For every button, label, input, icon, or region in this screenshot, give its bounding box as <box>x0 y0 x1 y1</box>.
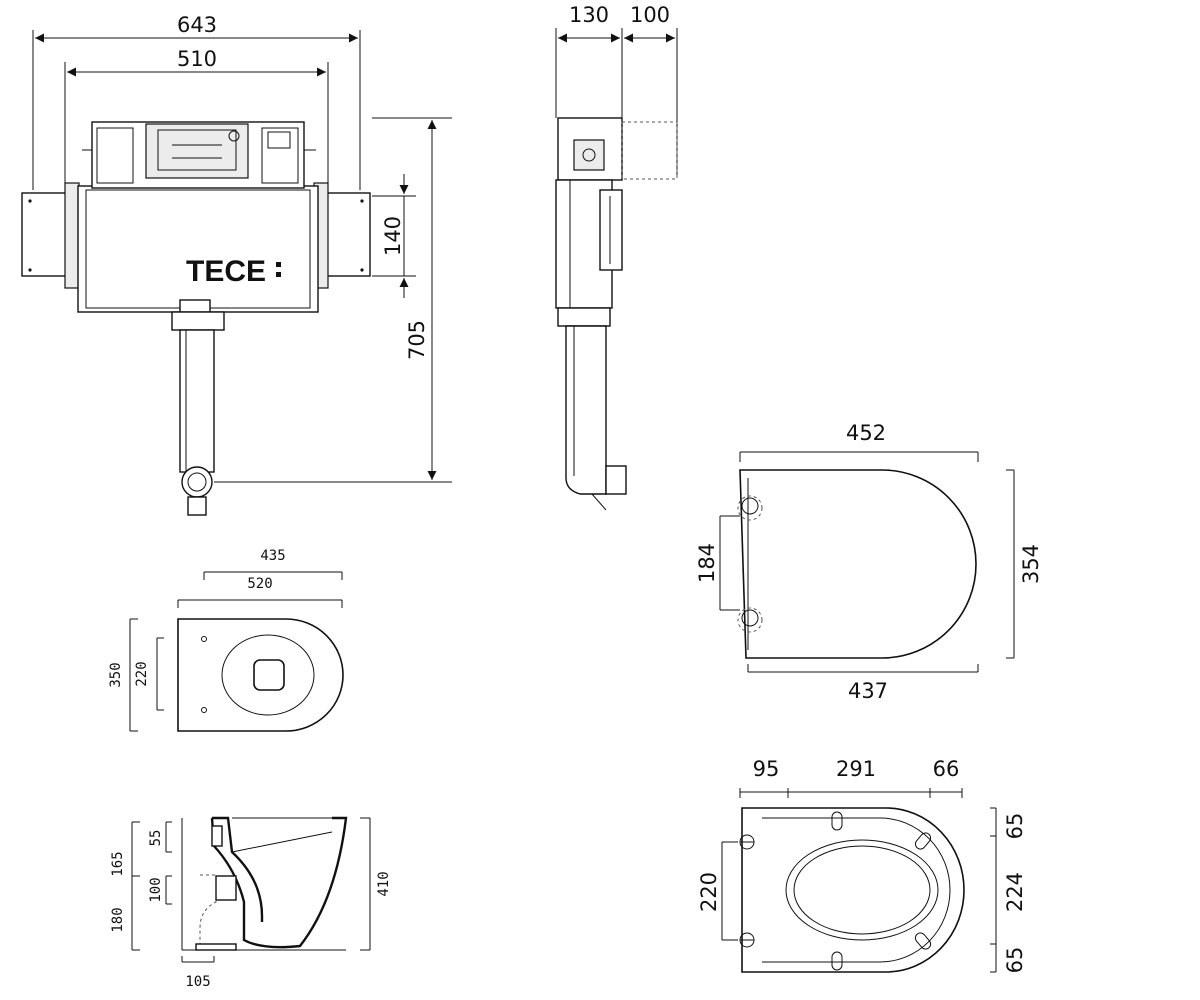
dim-350: 350 <box>108 662 124 687</box>
dim-130: 130 <box>569 3 609 27</box>
seat-closed-view: 452 437 184 354 <box>695 421 1043 703</box>
cistern-front-view: TECE 643 510 705 140 <box>21 13 452 516</box>
dim-224: 224 <box>1003 872 1027 912</box>
dim-100: 100 <box>630 3 670 27</box>
dim-520: 520 <box>247 576 272 592</box>
seat-open-view: 95 291 66 220 65 224 65 <box>697 757 1027 973</box>
dim-220-bowl: 220 <box>134 661 150 686</box>
dim-184: 184 <box>695 543 719 583</box>
dim-643: 643 <box>177 13 217 37</box>
dim-354: 354 <box>1019 544 1043 584</box>
dim-65-bottom: 65 <box>1003 947 1027 974</box>
dim-220-seat: 220 <box>697 872 721 912</box>
dim-165: 165 <box>110 851 126 876</box>
dim-410: 410 <box>376 871 392 896</box>
dim-105: 105 <box>185 974 210 990</box>
dim-452: 452 <box>846 421 886 445</box>
dim-55: 55 <box>148 830 164 847</box>
dim-180: 180 <box>110 907 126 932</box>
dim-437: 437 <box>848 679 888 703</box>
dim-510: 510 <box>177 47 217 71</box>
dim-100-bowl: 100 <box>148 877 164 902</box>
bowl-side-view: 55 165 100 180 410 105 <box>110 816 392 990</box>
brand-logo: TECE <box>186 255 266 288</box>
dim-95: 95 <box>753 757 780 781</box>
cistern-side-view: 130 100 <box>555 3 678 511</box>
dim-435: 435 <box>260 548 285 564</box>
dim-66: 66 <box>933 757 960 781</box>
dim-705: 705 <box>405 320 429 360</box>
dim-65-top: 65 <box>1003 813 1027 840</box>
dim-291: 291 <box>836 757 876 781</box>
dim-140: 140 <box>381 216 405 256</box>
bowl-top-view: 435 520 350 220 <box>108 548 344 732</box>
